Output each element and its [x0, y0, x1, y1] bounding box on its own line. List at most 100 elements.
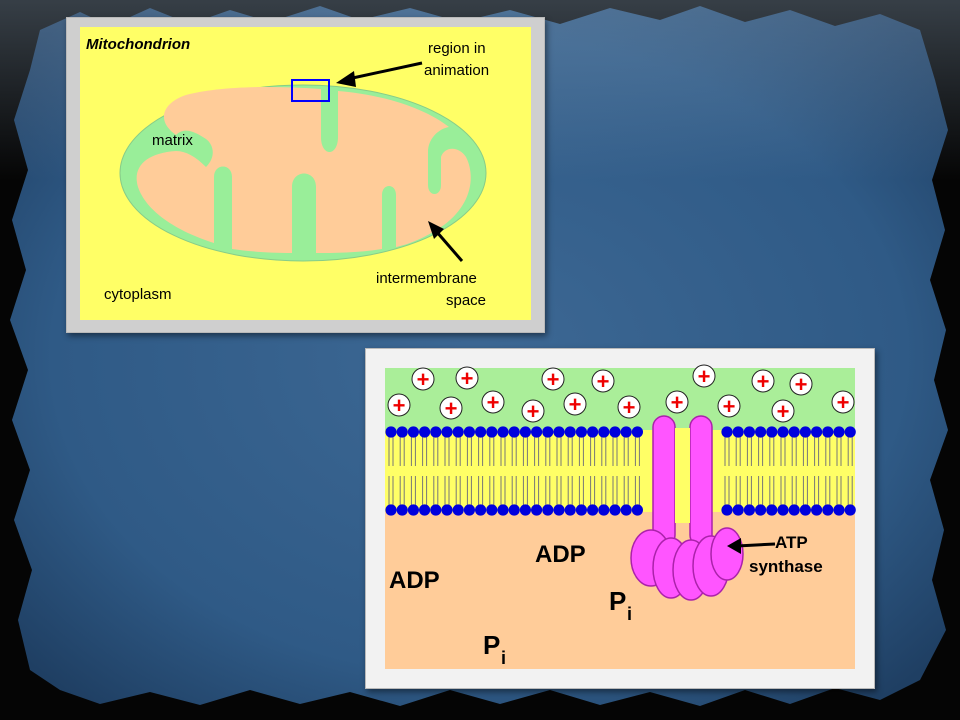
proton-channel — [675, 428, 690, 523]
proton: + — [692, 364, 716, 389]
proton-symbol: + — [723, 394, 736, 419]
proton-symbol: + — [527, 399, 540, 424]
lipid-head — [396, 426, 408, 438]
lipid-head — [430, 426, 442, 438]
lipid-head — [475, 504, 487, 516]
lipid-head — [385, 504, 397, 516]
proton: + — [455, 366, 479, 391]
atp-synthase-subunit — [710, 527, 744, 581]
lipid-head — [587, 504, 599, 516]
proton-group: +++++++++++++++++ — [387, 364, 855, 424]
label-synthase: synthase — [749, 557, 823, 576]
lipid-head — [430, 504, 442, 516]
proton: + — [481, 390, 505, 415]
label-adp-left: ADP — [389, 567, 440, 594]
lipid-head — [531, 504, 543, 516]
label-region-line2: animation — [424, 62, 489, 79]
proton: + — [541, 367, 565, 392]
proton: + — [789, 372, 813, 397]
arrow-intermembrane — [428, 221, 464, 262]
lipid-head — [743, 504, 755, 516]
lipid-head — [452, 504, 464, 516]
atp-synthase-diagram: +++++++++++++++++ ATP synthase ADP ADP P… — [385, 364, 856, 669]
lipid-head — [407, 426, 419, 438]
lipid-head — [844, 504, 856, 516]
lipid-head — [788, 426, 800, 438]
lipid-head — [553, 504, 565, 516]
lipid-head — [542, 504, 554, 516]
proton-symbol: + — [393, 393, 406, 418]
lipid-head — [587, 426, 599, 438]
atp-synthase-stalk-left — [652, 415, 676, 547]
lipid-head — [564, 426, 576, 438]
atp-synthase-panel: +++++++++++++++++ ATP synthase ADP ADP P… — [365, 348, 875, 689]
lipid-head — [755, 504, 767, 516]
lipid-head — [486, 504, 498, 516]
lipid-head — [811, 504, 823, 516]
label-pi-bottom: P i — [483, 630, 506, 668]
mitochondrion-panel: Mitochondrion region in animation matrix… — [66, 17, 545, 333]
lipid-head — [822, 504, 834, 516]
lipid-head — [519, 504, 531, 516]
proton: + — [521, 399, 545, 424]
lipid-head — [788, 504, 800, 516]
lipid-bilayer — [385, 430, 855, 512]
label-matrix: matrix — [152, 132, 193, 149]
proton-symbol: + — [795, 372, 808, 397]
lipid-head — [732, 426, 744, 438]
proton: + — [411, 367, 435, 392]
label-region-line1: region in — [428, 40, 486, 57]
lipid-head — [833, 504, 845, 516]
lipid-head — [631, 426, 643, 438]
lipid-head — [844, 426, 856, 438]
lipid-head — [419, 426, 431, 438]
lipid-head — [833, 426, 845, 438]
proton-symbol: + — [698, 364, 711, 389]
proton: + — [617, 395, 641, 420]
lipid-head — [766, 504, 778, 516]
lipid-head — [822, 426, 834, 438]
lipid-head — [631, 504, 643, 516]
atp-synthase — [630, 415, 744, 601]
lipid-head — [799, 504, 811, 516]
label-intermembrane-line2: space — [446, 292, 486, 309]
lipid-head — [508, 504, 520, 516]
lipid-head — [463, 504, 475, 516]
lipid-head — [575, 426, 587, 438]
proton-symbol: + — [461, 366, 474, 391]
lipid-head — [463, 426, 475, 438]
proton-symbol: + — [445, 396, 458, 421]
proton: + — [665, 390, 689, 415]
arrow-region — [336, 61, 423, 87]
lipid-head — [475, 426, 487, 438]
lipid-head — [777, 426, 789, 438]
proton-symbol: + — [837, 390, 850, 415]
proton-symbol: + — [597, 369, 610, 394]
proton: + — [563, 392, 587, 417]
atp-synthase-stalk-right — [689, 415, 713, 547]
lipid-head — [766, 426, 778, 438]
pi-symbol: P — [609, 586, 626, 616]
proton-symbol: + — [671, 390, 684, 415]
lipid-head — [721, 426, 733, 438]
proton: + — [751, 369, 775, 394]
matrix-region — [136, 87, 471, 253]
proton: + — [831, 390, 855, 415]
phospholipid-layer — [385, 426, 856, 516]
proton: + — [387, 393, 411, 418]
matrix-area — [385, 512, 855, 669]
proton: + — [771, 399, 795, 424]
label-adp-middle: ADP — [535, 541, 586, 568]
lipid-head — [743, 426, 755, 438]
lipid-head — [777, 504, 789, 516]
diagram-title: Mitochondrion — [86, 36, 190, 53]
lipid-head — [452, 426, 464, 438]
lipid-head — [811, 426, 823, 438]
lipid-head — [419, 504, 431, 516]
proton-symbol: + — [623, 395, 636, 420]
lipid-head — [396, 504, 408, 516]
lipid-head — [620, 504, 632, 516]
label-pi-middle: P i — [609, 586, 632, 624]
proton-symbol: + — [547, 367, 560, 392]
pi-symbol: P — [483, 630, 500, 660]
